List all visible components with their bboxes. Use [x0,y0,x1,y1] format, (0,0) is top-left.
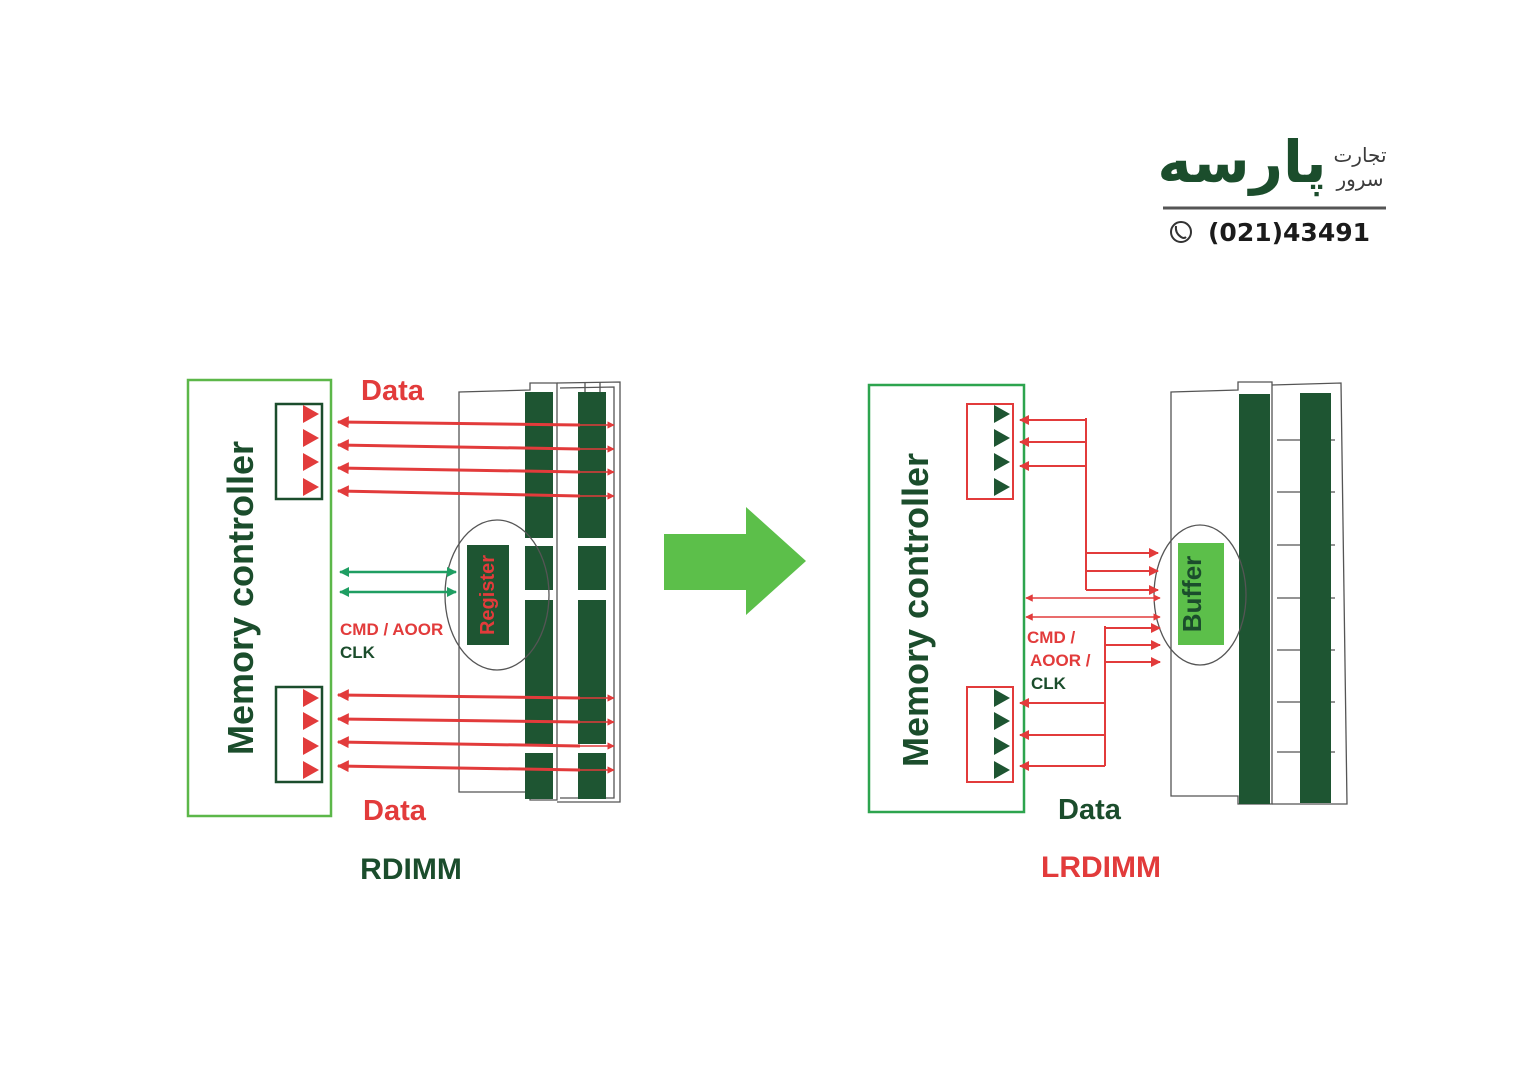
lrdimm-buffer-label: Buffer [1177,556,1207,633]
lrdimm-controller-label: Memory controller [895,453,936,767]
rdimm-cmd-arrows [339,567,457,597]
rdimm-port-top-triangles [303,405,319,496]
lrdimm-buffer-chip [1178,543,1224,645]
rdimm-port-bottom [274,685,324,784]
lrdimm-chips [1239,393,1331,804]
rdimm-controller-label: Memory controller [220,441,261,755]
rdimm-clk-label: CLK [340,643,376,662]
lrdimm-cmd-bus [1025,594,1161,621]
rdimm-cmd-label: CMD / AOOR [340,620,443,639]
rdimm-data-label-top: Data [361,375,425,407]
lrdimm-data-label: Data [1058,794,1122,826]
rdimm-register-chip [467,545,509,645]
rdimm-data-arrows-bottom-tips [553,694,615,774]
lrdimm-data-bus-top [1019,415,1159,595]
logo-phone: (021)43491 [1208,218,1370,247]
lrdimm-port-bottom [966,686,1014,783]
rdimm-port-bottom-triangles [303,689,319,779]
rdimm-chips [525,392,606,799]
rdimm-data-arrows-top-tips [553,421,615,500]
logo-brand: پارسه [1157,128,1326,197]
rdimm-controller-box [186,378,333,818]
lrdimm-section: Memory controller [867,381,1348,884]
rdimm-data-label-bottom: Data [363,795,427,827]
lrdimm-cmd-label-2: AOOR / [1030,651,1091,670]
lrdimm-title: LRDIMM [1041,851,1161,884]
rdimm-section: Memory controller [186,375,621,886]
lrdimm-port-bottom-triangles [994,689,1010,779]
rdimm-data-arrows-bottom [336,689,581,773]
rdimm-port-top [274,402,324,501]
logo: پارسه تجارت سرور (021)43491 [1157,128,1386,247]
rdimm-title: RDIMM [360,853,462,886]
lrdimm-data-bus-bottom [1019,623,1161,771]
lrdimm-clk-label: CLK [1031,674,1067,693]
logo-tagline-bottom: سرور [1335,167,1383,191]
phone-icon [1170,221,1192,243]
lrdimm-cmd-label-1: CMD / [1027,628,1075,647]
right-arrow-icon [664,507,806,615]
rdimm-data-arrows-top [336,416,581,498]
rdimm-register-label: Register [477,555,499,635]
lrdimm-port-top-triangles [994,405,1010,496]
lrdimm-port-top [966,403,1014,500]
lrdimm-controller-box [867,383,1026,814]
logo-tagline-top: تجارت [1333,143,1386,167]
